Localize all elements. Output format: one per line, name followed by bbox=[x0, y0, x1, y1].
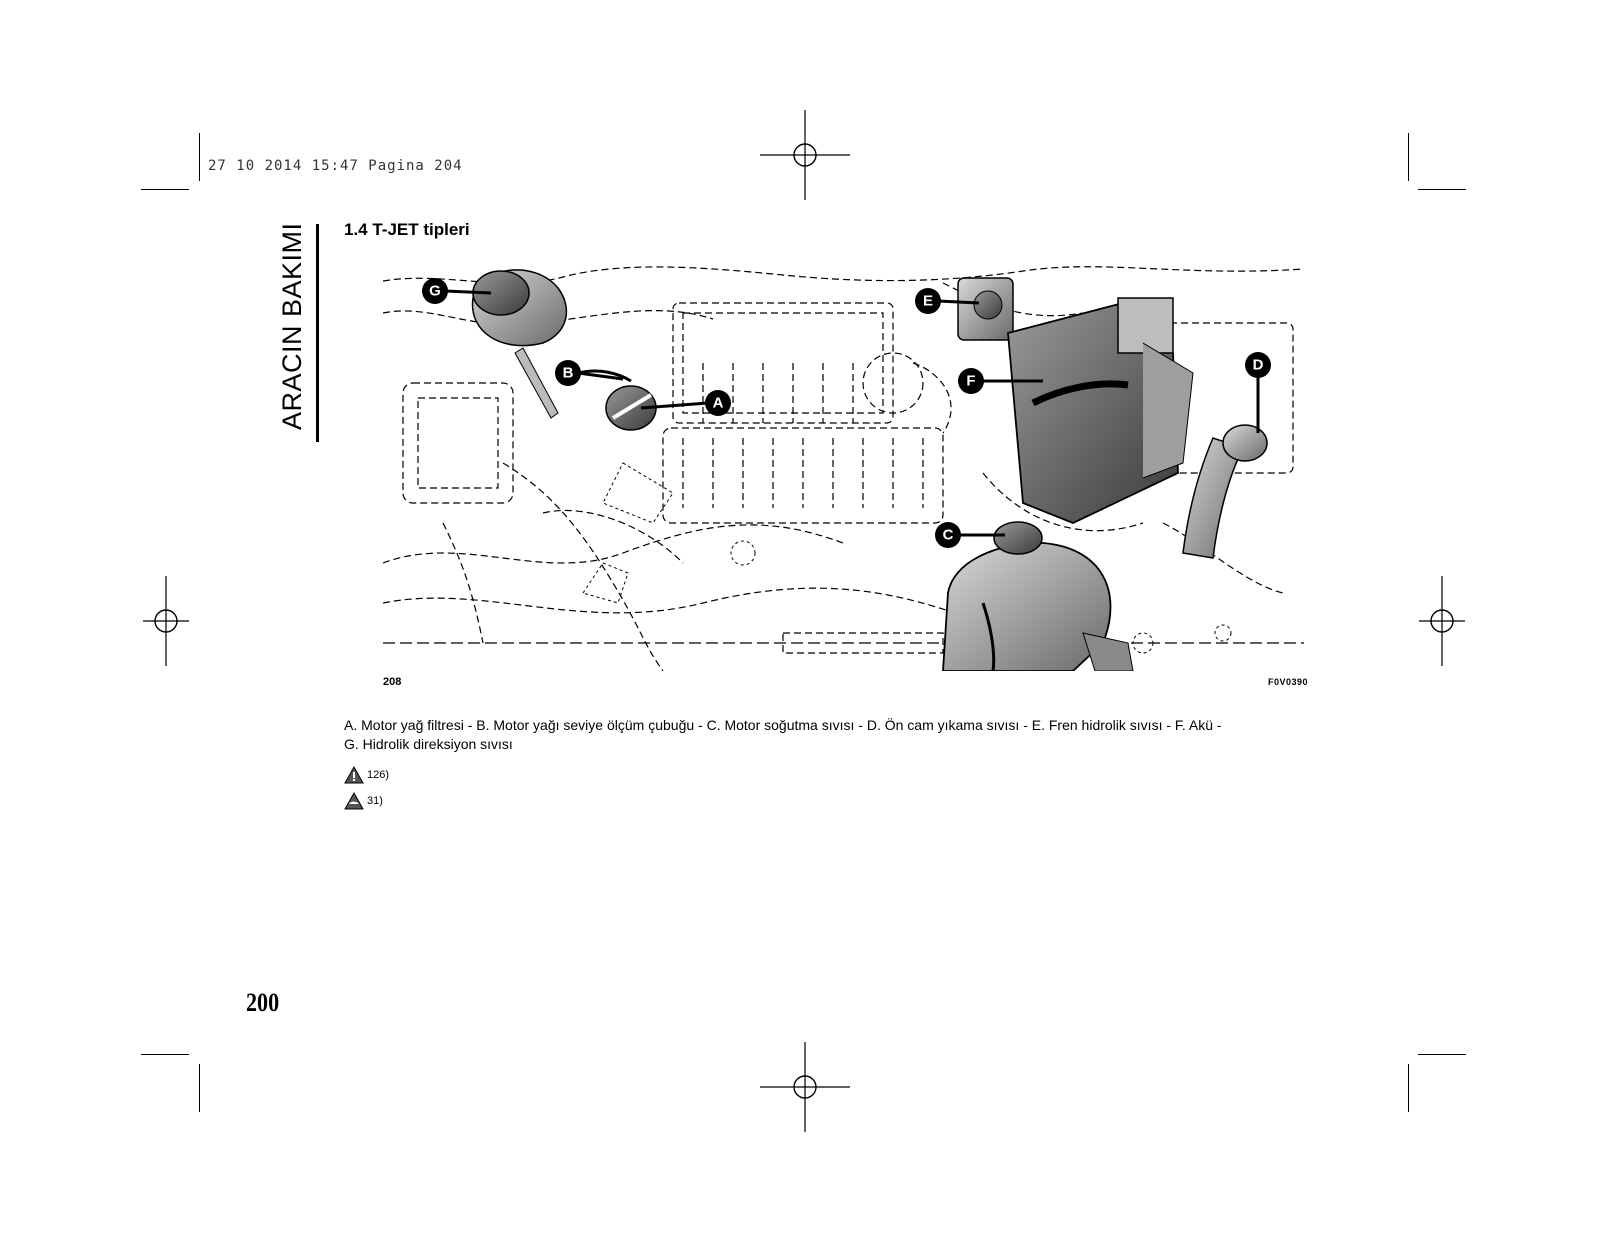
caption-line: A. Motor yağ filtresi - B. Motor yağı se… bbox=[344, 717, 1222, 733]
reference-text: 126) bbox=[367, 769, 390, 781]
crop-mark bbox=[1418, 189, 1466, 190]
callout-b: B bbox=[555, 360, 581, 386]
figure-caption: A. Motor yağ filtresi - B. Motor yağı se… bbox=[344, 716, 1274, 754]
crop-mark bbox=[1408, 1064, 1409, 1112]
crop-mark bbox=[199, 133, 200, 181]
registration-mark-left bbox=[143, 576, 189, 666]
callout-c: C bbox=[935, 522, 961, 548]
engine-bay-illustration: G B A E F D C bbox=[383, 266, 1304, 671]
svg-text:D: D bbox=[1253, 357, 1264, 374]
section-tab-rule bbox=[316, 224, 319, 442]
callout-e: E bbox=[915, 288, 941, 314]
oil-drop-icon bbox=[344, 792, 364, 810]
print-stamp: 27 10 2014 15:47 Pagina 204 bbox=[208, 158, 463, 174]
svg-text:E: E bbox=[923, 293, 933, 310]
svg-text:F: F bbox=[966, 373, 975, 390]
dipstick bbox=[578, 369, 632, 383]
reference-item: 126) bbox=[344, 766, 389, 784]
crop-mark bbox=[1418, 1054, 1466, 1055]
registration-mark-right bbox=[1419, 576, 1465, 666]
callout-markers: G B A E F D C bbox=[422, 278, 1271, 548]
callout-a: A bbox=[705, 390, 731, 416]
oil-filler-cap bbox=[605, 385, 657, 431]
crop-mark bbox=[141, 189, 189, 190]
battery bbox=[1007, 297, 1194, 524]
callout-g: G bbox=[422, 278, 448, 304]
callout-f: F bbox=[958, 368, 984, 394]
reference-item: 31) bbox=[344, 792, 383, 810]
registration-mark-top bbox=[760, 110, 850, 200]
page-number: 200 bbox=[246, 988, 280, 1017]
section-tab-label: ARACIN BAKIMI bbox=[277, 222, 307, 430]
reference-text: 31) bbox=[367, 795, 383, 807]
crop-mark bbox=[199, 1064, 200, 1112]
section-title: 1.4 T-JET tipleri bbox=[344, 220, 470, 239]
power-steering-reservoir bbox=[471, 269, 568, 419]
warning-triangle-icon bbox=[344, 766, 364, 784]
crop-mark bbox=[141, 1054, 189, 1055]
crop-mark bbox=[1408, 133, 1409, 181]
registration-mark-bottom bbox=[760, 1042, 850, 1132]
svg-text:A: A bbox=[713, 395, 724, 412]
caption-line: G. Hidrolik direksiyon sıvısı bbox=[344, 736, 513, 752]
figure-number: 208 bbox=[383, 676, 402, 688]
callouts bbox=[444, 289, 1260, 537]
coolant-reservoir bbox=[942, 521, 1134, 671]
figure-code: F0V0390 bbox=[1268, 677, 1309, 687]
brake-fluid-reservoir bbox=[957, 277, 1014, 341]
svg-text:C: C bbox=[943, 527, 954, 544]
svg-text:G: G bbox=[429, 283, 441, 300]
svg-text:B: B bbox=[563, 365, 574, 382]
callout-d: D bbox=[1245, 352, 1271, 378]
washer-fluid-reservoir bbox=[1182, 424, 1268, 559]
